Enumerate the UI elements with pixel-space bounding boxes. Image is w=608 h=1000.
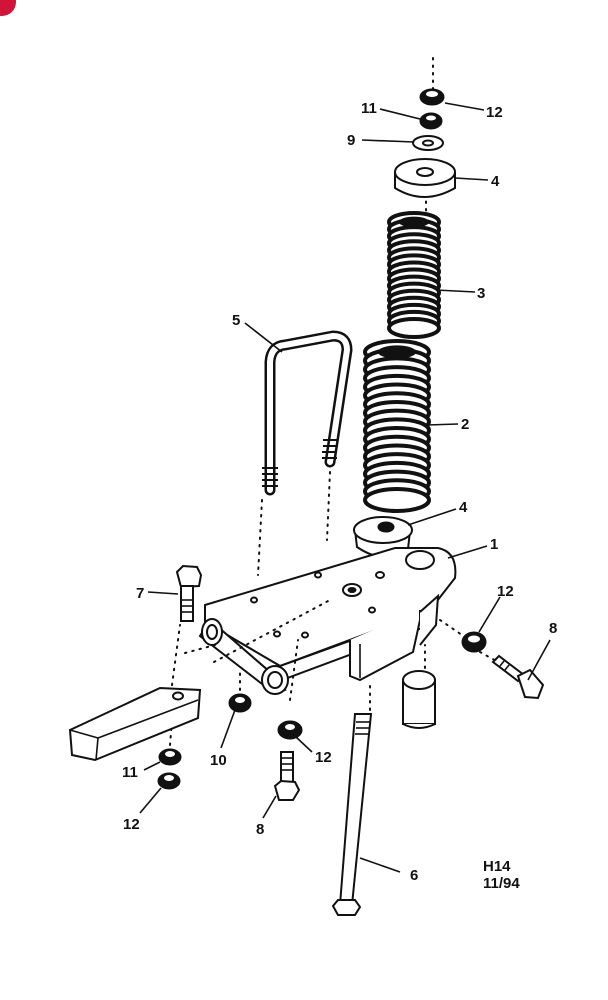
leader-4-low (407, 508, 457, 526)
leader-11-top (379, 108, 421, 120)
leader-9 (361, 139, 415, 143)
callout-2: 2 (461, 416, 469, 433)
leader-6 (359, 857, 401, 873)
callout-6: 6 (410, 867, 418, 884)
nut-12-top (419, 88, 445, 106)
callout-4-top: 4 (491, 173, 500, 190)
leader-8-right (527, 639, 551, 681)
spring-coil (387, 317, 441, 339)
u-bolt-dotted-line-right (326, 471, 331, 541)
dotted-line-nut12-mid (289, 639, 299, 701)
dotted-line-nut12-right (439, 619, 463, 636)
coil-spring-2 (363, 339, 431, 513)
coil-spring-3 (387, 211, 441, 339)
dotted-line-plate-cross (213, 599, 331, 663)
drawing-code-line2: 11/94 (483, 875, 520, 892)
leader-12-mid (295, 736, 313, 753)
u-bolt-5 (262, 330, 353, 496)
lever-arm (68, 686, 202, 762)
nut-11-top (419, 112, 443, 130)
callout-12-left: 12 (123, 816, 140, 833)
callout-5: 5 (232, 312, 240, 329)
callout-4-low: 4 (459, 499, 468, 516)
callout-12-right: 12 (497, 583, 514, 600)
nut-11-left (158, 748, 182, 766)
nut-12-right (461, 631, 487, 653)
bolt-7 (175, 564, 203, 622)
callout-12-mid: 12 (315, 749, 332, 766)
callout-10: 10 (210, 752, 227, 769)
spring-top-opening (377, 345, 417, 359)
leader-8-bottom (262, 795, 277, 819)
nut-10 (228, 693, 252, 713)
bushing (402, 670, 436, 729)
dotted-line-bolt7 (169, 624, 181, 701)
nut-12-left (157, 772, 181, 790)
callout-8-right: 8 (549, 620, 557, 637)
base-plate-1 (204, 547, 457, 682)
leader-4-top (454, 177, 489, 181)
pivot-tube (198, 618, 289, 696)
leader-2 (426, 423, 459, 426)
callout-3: 3 (477, 285, 485, 302)
spring-seat-4-top (394, 158, 456, 198)
spring-coil (363, 487, 431, 513)
leader-12-right (478, 596, 501, 633)
leader-10 (220, 709, 236, 749)
leader-3 (435, 289, 476, 293)
corner-badge (0, 0, 16, 16)
callout-8-bottom: 8 (256, 821, 264, 838)
bolt-8-right (491, 654, 545, 700)
callout-1: 1 (490, 536, 498, 553)
long-bolt-6 (331, 713, 373, 916)
bolt-8-bottom (273, 751, 301, 801)
leader-12-top (444, 102, 485, 111)
drawing-code: H14 11/94 (483, 858, 520, 892)
callout-11-left: 11 (122, 764, 138, 781)
callout-11-top: 11 (361, 100, 377, 117)
callout-12-top: 12 (486, 104, 503, 121)
drawing-code-line1: H14 (483, 858, 511, 875)
nut-12-mid (277, 720, 303, 740)
u-bolt-dotted-line-left (257, 499, 263, 576)
leader-5 (244, 322, 283, 353)
leader-11-left (143, 761, 161, 771)
callout-7: 7 (136, 585, 144, 602)
spring-top-opening (399, 216, 429, 228)
leader-1 (447, 545, 488, 559)
dotted-line-tube-left (184, 644, 216, 654)
leader-7 (147, 591, 179, 595)
washer-9 (412, 135, 444, 151)
callout-9: 9 (347, 132, 355, 149)
leader-12-left (139, 787, 162, 814)
